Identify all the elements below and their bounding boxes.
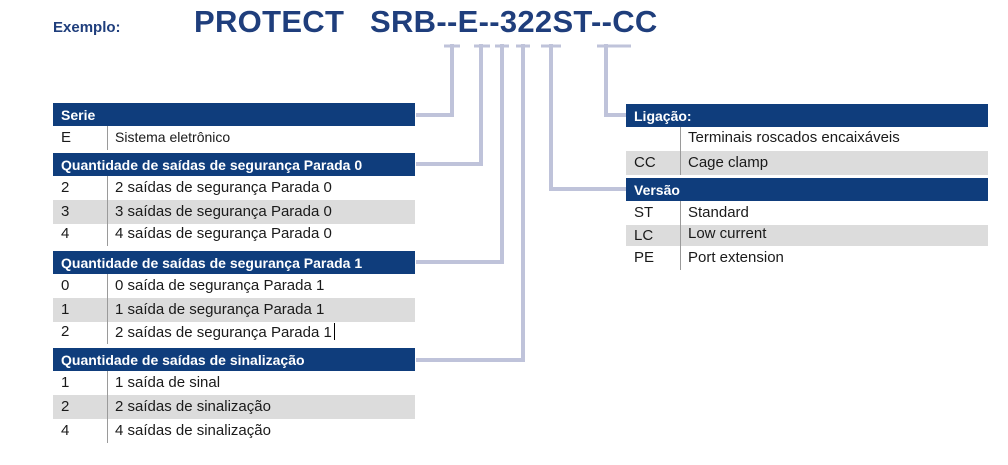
- block-versao: Versão ST Standard LC Low current PE Por…: [626, 178, 988, 270]
- list-item: PE Port extension: [626, 246, 988, 270]
- row-code: 1: [61, 301, 70, 318]
- list-item: CC Cage clamp: [626, 151, 988, 175]
- row-divider: [680, 151, 681, 175]
- block-sinalizacao: Quantidade de saídas de sinalização 1 1 …: [53, 348, 415, 443]
- list-item: 2 2 saídas de segurança Parada 1: [53, 322, 415, 344]
- row-divider: [107, 322, 108, 344]
- connector-parada0: [416, 44, 483, 166]
- row-code: PE: [634, 249, 655, 266]
- list-item: 4 4 saídas de segurança Parada 0: [53, 224, 415, 246]
- row-code: 4: [61, 225, 70, 242]
- model-code: SRB--E--322ST--CC: [370, 4, 658, 39]
- block-header: Serie: [53, 103, 415, 126]
- block-ligacao: Ligação: Terminais roscados encaixáveis …: [626, 104, 988, 175]
- row-divider: [107, 224, 108, 246]
- list-item: 1 1 saída de sinal: [53, 371, 415, 395]
- row-divider: [680, 201, 681, 225]
- connector-ligacao: [604, 44, 626, 117]
- block-parada0: Quantidade de saídas de segurança Parada…: [53, 153, 415, 246]
- row-divider: [107, 274, 108, 298]
- connector-versao: [549, 44, 626, 191]
- list-item: 2 2 saídas de segurança Parada 0: [53, 176, 415, 200]
- connector-sinalizacao: [416, 44, 525, 362]
- list-item: 0 0 saída de segurança Parada 1: [53, 274, 415, 298]
- connector-parada1: [416, 44, 504, 264]
- row-code: CC: [634, 154, 656, 171]
- row-description: Low current: [688, 225, 767, 242]
- product-name: PROTECT: [194, 4, 345, 39]
- row-description: Port extension: [688, 249, 784, 266]
- row-divider: [107, 371, 108, 395]
- block-serie: Serie E Sistema eletrônico: [53, 103, 415, 150]
- row-divider: [680, 225, 681, 246]
- row-code: 4: [61, 422, 70, 439]
- list-item: 4 4 saídas de sinalização: [53, 419, 415, 443]
- row-description: Sistema eletrônico: [115, 129, 231, 145]
- row-description: 1 saída de sinal: [115, 374, 221, 391]
- connector-serie: [416, 44, 454, 117]
- row-divider: [107, 126, 108, 150]
- row-divider: [107, 395, 108, 419]
- block-header: Quantidade de saídas de segurança Parada…: [53, 251, 415, 274]
- row-divider: [107, 176, 108, 200]
- row-code: ST: [634, 204, 654, 221]
- list-item: ST Standard: [626, 201, 988, 225]
- block-header: Ligação:: [626, 104, 988, 127]
- row-description: 2 saídas de segurança Parada 0: [115, 179, 332, 196]
- list-item: LC Low current: [626, 225, 988, 246]
- row-divider: [107, 419, 108, 443]
- row-code: 2: [61, 323, 70, 340]
- row-divider: [680, 127, 681, 151]
- row-code: E: [61, 129, 72, 146]
- block-header: Quantidade de saídas de sinalização: [53, 348, 415, 371]
- row-code: 2: [61, 179, 70, 196]
- row-divider: [107, 200, 108, 224]
- block-parada1: Quantidade de saídas de segurança Parada…: [53, 251, 415, 344]
- row-description: 1 saída de segurança Parada 1: [115, 301, 325, 318]
- list-item: Terminais roscados encaixáveis: [626, 127, 988, 151]
- text-cursor: [333, 323, 335, 340]
- row-code: 3: [61, 203, 70, 220]
- example-label: Exemplo:: [53, 19, 121, 36]
- row-code: 0: [61, 277, 70, 294]
- list-item: 1 1 saída de segurança Parada 1: [53, 298, 415, 322]
- list-item: E Sistema eletrônico: [53, 126, 415, 150]
- row-description: Terminais roscados encaixáveis: [688, 129, 900, 146]
- list-item: 2 2 saídas de sinalização: [53, 395, 415, 419]
- row-divider: [107, 298, 108, 322]
- row-description: Cage clamp: [688, 154, 769, 171]
- row-description: 3 saídas de segurança Parada 0: [115, 203, 332, 220]
- row-code: LC: [634, 227, 654, 244]
- row-description: 4 saídas de segurança Parada 0: [115, 225, 332, 242]
- row-description: 2 saídas de sinalização: [115, 398, 271, 415]
- block-header: Quantidade de saídas de segurança Parada…: [53, 153, 415, 176]
- row-description-text: 2 saídas de segurança Parada 1: [115, 324, 332, 341]
- block-header: Versão: [626, 178, 988, 201]
- row-description: 0 saída de segurança Parada 1: [115, 277, 325, 294]
- row-divider: [680, 246, 681, 270]
- row-code: 2: [61, 398, 70, 415]
- row-description: 2 saídas de segurança Parada 1: [115, 323, 335, 341]
- row-description: 4 saídas de sinalização: [115, 422, 271, 439]
- list-item: 3 3 saídas de segurança Parada 0: [53, 200, 415, 224]
- row-description: Standard: [688, 204, 749, 221]
- row-code: 1: [61, 374, 70, 391]
